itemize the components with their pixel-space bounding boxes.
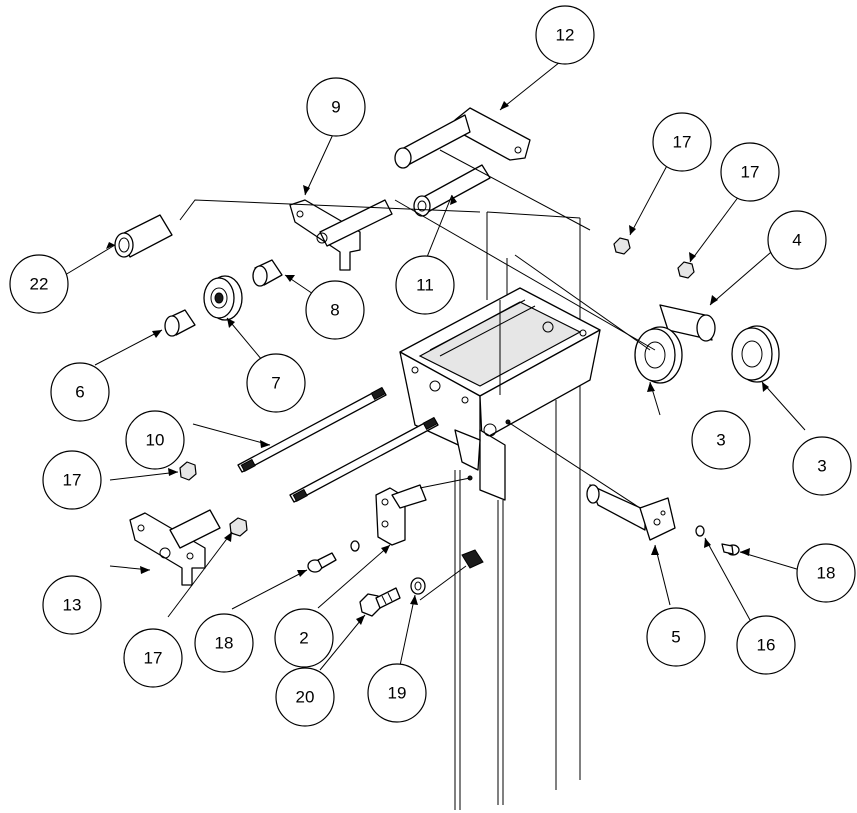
- balloon-label: 9: [331, 98, 340, 117]
- upright-post: [454, 211, 581, 810]
- balloon-label: 17: [741, 163, 760, 182]
- balloon-label: 4: [792, 231, 801, 250]
- balloon-5: 5: [646, 607, 706, 667]
- part-6-bushing: [164, 309, 196, 337]
- balloon-label: 18: [817, 564, 836, 583]
- part-17-nut-lower-left: [179, 461, 197, 481]
- part-18-screw-left: [307, 552, 337, 573]
- part-8-bushing: [252, 259, 283, 287]
- balloons: 12 9 17 17 4 22 11 8 6 7 10 3 3 17 13 17…: [9, 5, 856, 727]
- part-18-screw-right: [721, 543, 740, 556]
- balloon-label: 16: [757, 636, 776, 655]
- balloon-label: 13: [63, 596, 82, 615]
- part-19-washer: [410, 577, 426, 595]
- balloon-13: 13: [42, 575, 102, 635]
- part-16-washer: [695, 525, 705, 537]
- balloon-10: 10: [125, 410, 185, 470]
- balloon-12: 12: [535, 5, 595, 65]
- balloon-3-right: 3: [792, 436, 852, 496]
- balloon-3-left: 3: [691, 410, 751, 470]
- balloon-label: 20: [296, 688, 315, 707]
- balloon-2: 2: [274, 608, 334, 668]
- balloon-17-top-right: 17: [720, 142, 780, 202]
- balloon-label: 3: [817, 457, 826, 476]
- balloon-11: 11: [395, 255, 455, 315]
- part-3-pulley-right: [731, 325, 780, 383]
- balloon-8: 8: [305, 280, 365, 340]
- balloon-18-right: 18: [796, 543, 856, 603]
- balloon-label: 2: [299, 629, 308, 648]
- balloon-label: 19: [388, 684, 407, 703]
- balloon-label: 11: [416, 276, 434, 295]
- part-4-spacer: [659, 304, 716, 342]
- balloon-label: 10: [146, 431, 165, 450]
- balloon-7: 7: [246, 353, 306, 413]
- balloon-20: 20: [275, 667, 335, 727]
- balloon-16: 16: [736, 615, 796, 675]
- balloon-label: 12: [556, 26, 575, 45]
- balloon-17-bottom: 17: [123, 628, 183, 688]
- balloon-9: 9: [306, 77, 366, 137]
- balloon-label: 17: [63, 471, 82, 490]
- part-17-nut-upper-right: [677, 261, 695, 279]
- balloon-label: 17: [673, 133, 692, 152]
- part-2-plate: [375, 484, 427, 546]
- square-nut: [461, 549, 484, 569]
- balloon-17-mid-left: 17: [42, 450, 102, 510]
- part-16-washer-small-left: [350, 540, 360, 552]
- part-13-plate: [129, 509, 221, 586]
- arrowheads: [106, 101, 769, 625]
- part-5-plate: [586, 484, 676, 541]
- balloon-label: 8: [330, 301, 339, 320]
- balloon-6: 6: [50, 362, 110, 422]
- part-17-nut-lower-right: [229, 517, 248, 537]
- balloon-label: 3: [716, 431, 725, 450]
- balloon-22: 22: [9, 254, 69, 314]
- balloon-label: 6: [75, 383, 84, 402]
- balloon-4: 4: [767, 210, 827, 270]
- balloon-label: 22: [30, 275, 49, 294]
- part-9-plate: [289, 199, 393, 271]
- balloon-label: 7: [271, 374, 280, 393]
- balloon-18-left: 18: [194, 613, 254, 673]
- balloon-17-top-left: 17: [652, 112, 712, 172]
- part-7-pulley: [203, 275, 243, 321]
- balloon-label: 5: [671, 628, 680, 647]
- part-10-threaded-rods: [237, 386, 439, 503]
- part-12-pin-plate: [394, 107, 531, 169]
- part-20-bolt: [359, 587, 401, 617]
- balloon-label: 17: [144, 649, 163, 668]
- balloon-19: 19: [367, 663, 427, 723]
- part-11-pin: [413, 164, 491, 217]
- part-22-spacer: [114, 214, 173, 258]
- balloon-label: 18: [215, 634, 234, 653]
- part-17-nut-upper-left: [613, 237, 631, 255]
- part-3-pulley-left: [634, 326, 683, 384]
- head-bracket: [399, 287, 601, 501]
